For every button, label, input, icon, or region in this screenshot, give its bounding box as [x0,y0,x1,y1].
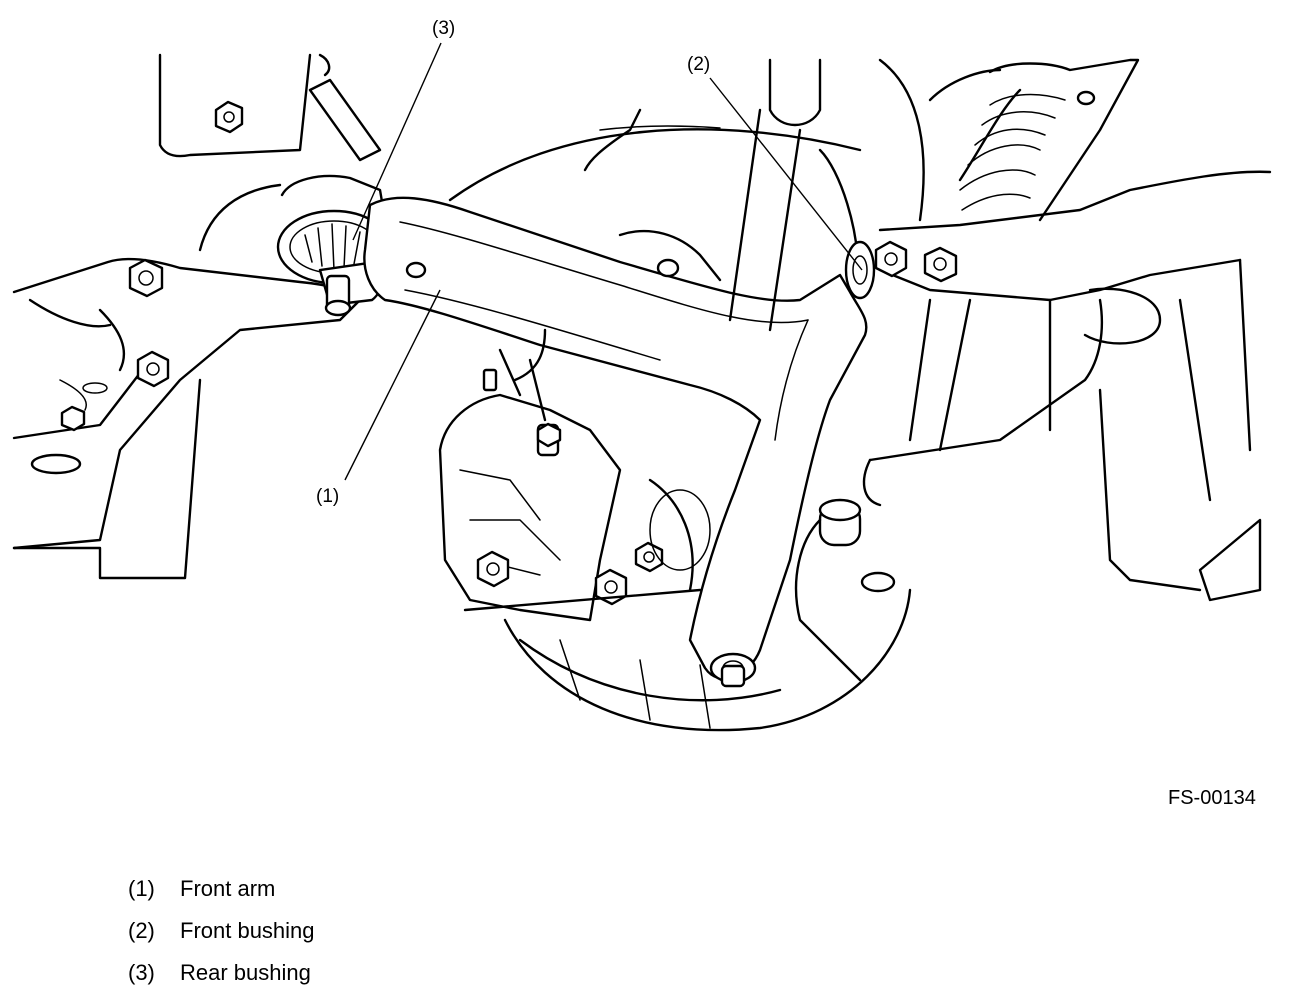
front-arm-drawing [363,196,868,688]
crossmember-drawing [12,183,362,580]
legend-item: (1) Front arm [128,870,315,912]
spring-drawing [878,58,1140,222]
legend-item-label: Front bushing [180,918,315,943]
leader-line-2 [709,77,863,271]
legend-item: (3) Rear bushing [128,954,315,996]
caliper-drawing [438,108,722,622]
legend-item-label: Front arm [180,876,276,901]
brake-disc-drawing [448,125,912,732]
front-bushing-drawing [728,58,1272,682]
callout-label-2: (2) [687,54,710,75]
leader-line-3 [352,42,442,241]
leader-line-1 [344,289,441,481]
legend-item-number: (2) [128,918,155,943]
legend-item-number: (1) [128,876,155,901]
figure-code: FS-00134 [1168,787,1256,809]
callout-label-1: (1) [316,486,339,507]
rear-bushing-drawing [276,174,394,317]
legend-item: (2) Front bushing [128,912,315,954]
callout-label-3: (3) [432,18,455,39]
parts-legend: (1) Front arm (2) Front bushing (3) Rear bu… [128,870,315,996]
legend-item-label: Rear bushing [180,960,311,985]
body-bracket-drawing [158,53,382,162]
legend-item-number: (3) [128,960,155,985]
